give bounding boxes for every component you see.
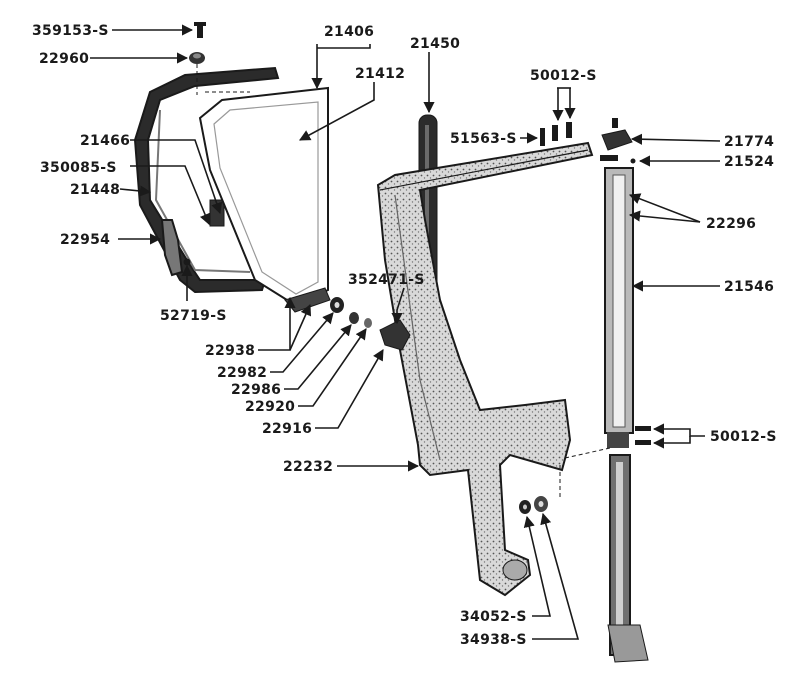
screws-50012s-top [552,122,572,141]
label-52719s: 52719-S [160,308,227,324]
label-22960: 22960 [39,51,89,67]
screw-359153s [194,22,206,38]
door-pillar-22232 [376,141,594,597]
label-22982: 22982 [217,365,267,381]
label-50012s-top: 50012-S [530,68,597,84]
nut-22960 [189,52,205,64]
label-21774: 21774 [724,134,774,150]
label-34052s: 34052-S [460,609,527,625]
label-352471s: 352471-S [348,272,425,288]
label-359153s: 359153-S [32,23,109,39]
screws-50012s-bottom [635,426,651,445]
screw-52719s [183,258,191,266]
label-21450: 21450 [410,36,460,52]
run-channel-21546 [604,167,634,448]
screw-21524 [600,155,636,164]
label-22986: 22986 [231,382,281,398]
label-22916: 22916 [262,421,312,437]
label-21466: 21466 [80,133,130,149]
vent-glass-21412 [198,86,331,313]
washer-34938s [534,496,548,512]
spring-22986 [349,312,359,324]
label-22938: 22938 [205,343,255,359]
label-350085s: 350085-S [40,160,117,176]
screw-51563s [540,128,545,146]
label-21406: 21406 [324,24,374,40]
label-22954: 22954 [60,232,110,248]
label-50012s-bottom: 50012-S [710,429,777,445]
run-channel-lower [607,454,649,663]
label-21524: 21524 [724,154,774,170]
label-22920: 22920 [245,399,295,415]
label-21546: 21546 [724,279,774,295]
leader-lines [90,24,721,640]
bracket-22954 [160,219,184,277]
label-51563s: 51563-S [450,131,517,147]
label-22232: 22232 [283,459,333,475]
label-34938s: 34938-S [460,632,527,648]
spacer-22920 [364,318,372,328]
label-21448: 21448 [70,182,120,198]
washer-22982 [330,297,344,313]
cap-21774 [601,118,633,151]
label-21412: 21412 [355,66,405,82]
washer-34052s [519,500,531,514]
label-22296: 22296 [706,216,756,232]
